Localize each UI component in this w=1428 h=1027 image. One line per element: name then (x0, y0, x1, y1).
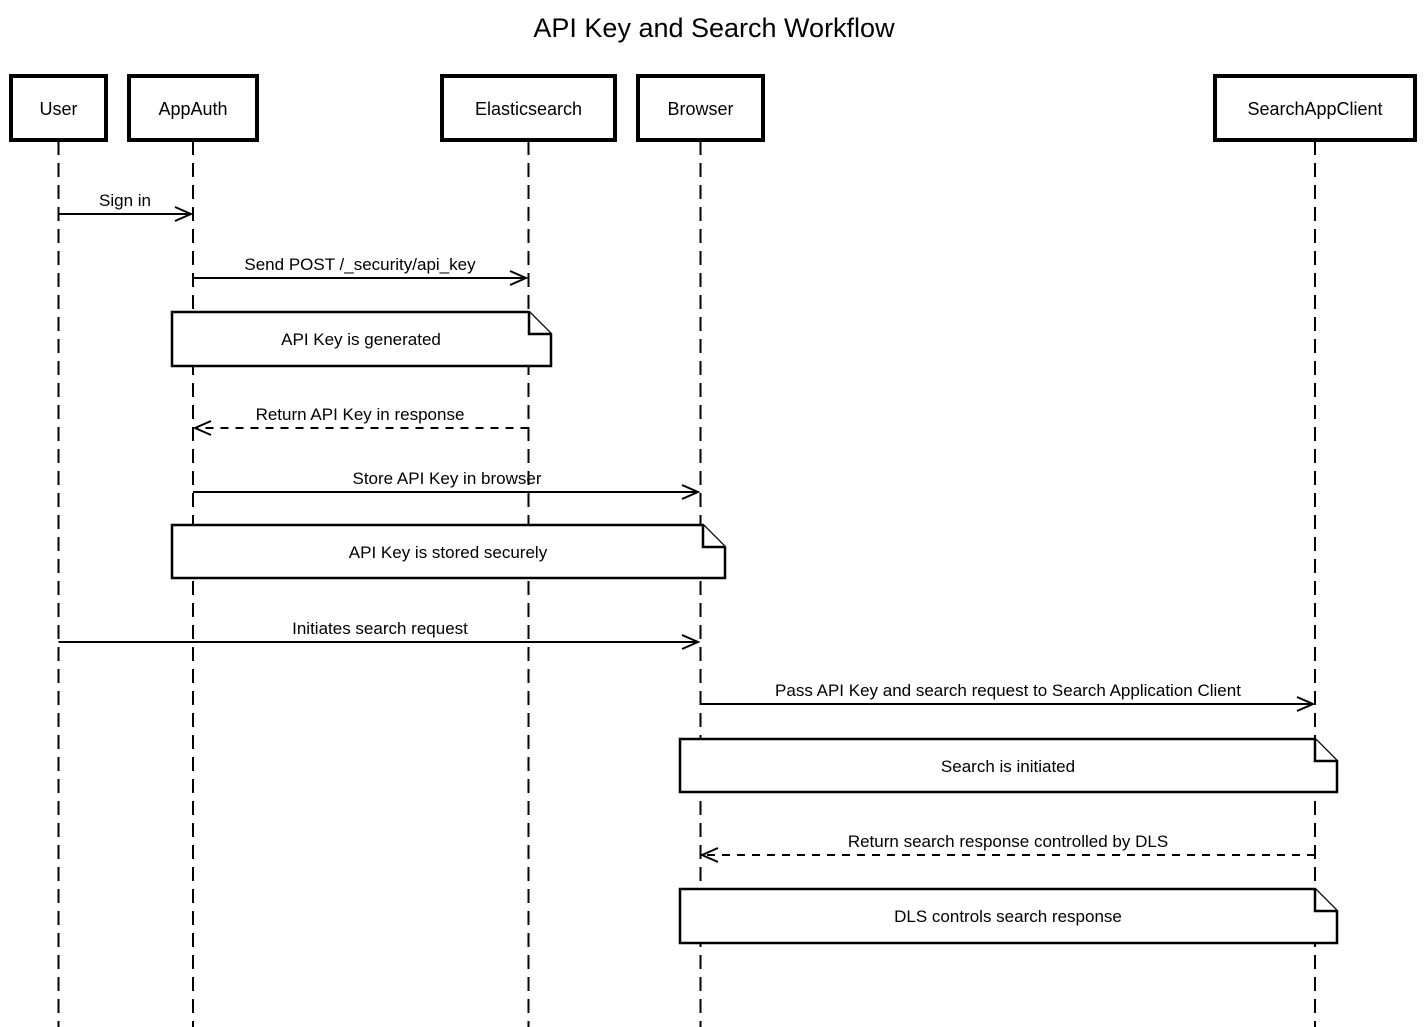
message-return-search-response: Return search response controlled by DLS (699, 832, 1315, 863)
note-search-initiated-box (678, 737, 1339, 794)
note-fold-icon (527, 312, 551, 336)
participant-elasticsearch-box (440, 74, 617, 142)
message-store-api-key: Store API Key in browser (193, 469, 701, 500)
arrowhead-right-icon (681, 484, 701, 500)
message-return-api-key: Return API Key in response (192, 405, 529, 436)
participant-elasticsearch-label: Elasticsearch (475, 99, 582, 119)
participant-user-label: User (39, 99, 77, 119)
arrowhead-right-icon (509, 270, 529, 286)
note-search-initiated-label: Search is initiated (941, 757, 1075, 776)
participant-elasticsearch: Elasticsearch (440, 74, 617, 142)
diagram-title: API Key and Search Workflow (533, 13, 895, 43)
message-return-search-response-label: Return search response controlled by DLS (848, 832, 1168, 851)
message-send-post: Send POST /_security/api_key (193, 255, 529, 286)
message-sign-in-label: Sign in (99, 191, 151, 210)
participant-user-box (9, 74, 108, 142)
arrowhead-right-icon (681, 634, 701, 650)
message-pass-api-key: Pass API Key and search request to Searc… (700, 681, 1316, 712)
message-store-api-key-label: Store API Key in browser (353, 469, 542, 488)
participant-browser-label: Browser (667, 99, 733, 119)
message-return-api-key-label: Return API Key in response (256, 405, 465, 424)
participant-appauth: AppAuth (127, 74, 259, 142)
note-search-initiated: Search is initiated (678, 737, 1339, 794)
participant-searchappclient: SearchAppClient (1213, 74, 1417, 142)
note-dls-controls: DLS controls search response (678, 887, 1339, 945)
participant-searchappclient-label: SearchAppClient (1247, 99, 1382, 119)
participant-searchappclient-box (1213, 74, 1417, 142)
note-dls-controls-label: DLS controls search response (894, 907, 1122, 926)
note-dls-controls-box (678, 887, 1339, 945)
message-pass-api-key-label: Pass API Key and search request to Searc… (775, 681, 1241, 700)
participant-appauth-box (127, 74, 259, 142)
participant-browser-box (636, 74, 765, 142)
note-api-key-stored: API Key is stored securely (170, 523, 727, 580)
note-api-key-stored-label: API Key is stored securely (349, 543, 548, 562)
participant-browser: Browser (636, 74, 765, 142)
message-initiates-search: Initiates search request (58, 619, 701, 650)
message-initiates-search-label: Initiates search request (292, 619, 468, 638)
note-fold-icon (1313, 739, 1337, 763)
note-api-key-generated: API Key is generated (170, 310, 553, 368)
arrowhead-right-icon (1296, 696, 1316, 712)
note-api-key-generated-label: API Key is generated (281, 330, 441, 349)
arrowhead-left-icon (192, 420, 212, 436)
message-send-post-label: Send POST /_security/api_key (244, 255, 476, 274)
participant-appauth-label: AppAuth (158, 99, 227, 119)
participant-user: User (9, 74, 108, 142)
note-api-key-stored-box (170, 523, 727, 580)
note-fold-icon (1313, 889, 1337, 913)
note-fold-icon (701, 525, 725, 549)
note-api-key-generated-box (170, 310, 553, 368)
arrowhead-left-icon (699, 847, 719, 863)
message-sign-in: Sign in (58, 191, 194, 222)
arrowhead-right-icon (174, 206, 194, 222)
